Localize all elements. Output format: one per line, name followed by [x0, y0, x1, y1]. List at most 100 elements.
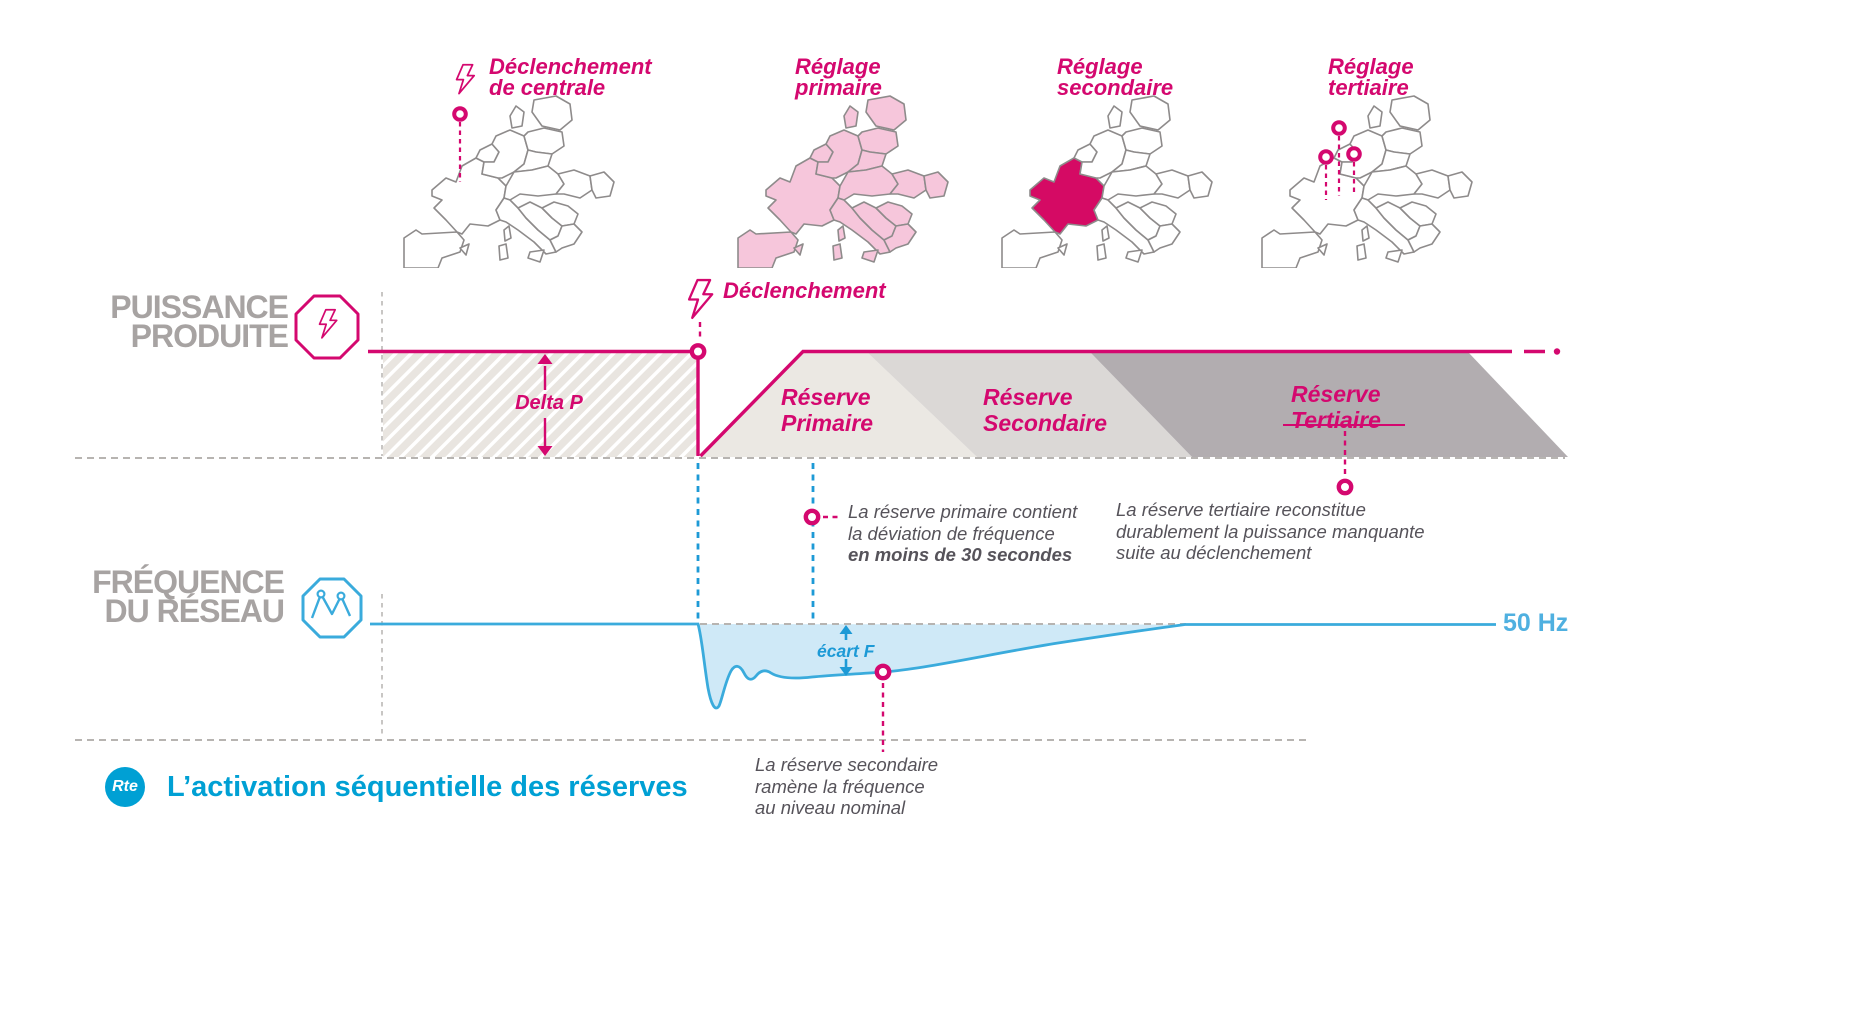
- annotation-line: La réserve primaire contient: [848, 501, 1078, 522]
- country-denmark: [843, 105, 859, 129]
- power-icon: [294, 294, 360, 360]
- section-line: PRODUITE: [130, 318, 289, 354]
- delta-p-hatched-area: [383, 353, 697, 457]
- event-declenchement-label: Déclenchement: [723, 278, 886, 303]
- country-nordics: [1389, 95, 1431, 131]
- annotation-line: La réserve tertiaire reconstitue: [1116, 499, 1366, 520]
- zone-reserve-secondaire: [867, 352, 1192, 457]
- annotation-line: La réserve secondaire: [755, 754, 939, 775]
- label-reserve-secondaire: Réserve Secondaire: [983, 384, 1107, 436]
- europe-map-graphic: [403, 95, 615, 268]
- country-sardinia: [1356, 243, 1367, 261]
- annotation-line: au niveau nominal: [755, 797, 906, 818]
- country-corsica: [1101, 225, 1110, 242]
- rte-logo: Rte: [105, 767, 145, 807]
- delta-p-arrowhead-up: [537, 354, 553, 364]
- section-line: FRÉQUENCE: [92, 564, 285, 600]
- primary-callout-marker: [803, 508, 821, 526]
- country-bulgaria: [1399, 201, 1437, 227]
- label-reglage-secondaire: Réglage secondaire: [1057, 54, 1174, 100]
- country-sicily: [1385, 249, 1403, 263]
- country-denmark: [1367, 105, 1383, 129]
- delta-p-arrowhead-down: [537, 446, 553, 456]
- country-iberia: [1001, 229, 1063, 268]
- country-bulgaria: [875, 201, 913, 227]
- zone-reserve-primaire: [700, 352, 977, 457]
- country-east: [923, 171, 949, 199]
- country-nordics: [531, 95, 573, 131]
- section-line: PUISSANCE: [110, 289, 289, 325]
- label-reserve-primaire: Réserve Primaire: [781, 384, 873, 436]
- label-declenchement-centrale: Déclenchement de centrale: [489, 56, 652, 100]
- ecart-f-arrowhead-up: [839, 625, 853, 634]
- section-puissance-produite: PUISSANCE PRODUITE: [56, 289, 289, 354]
- country-sardinia: [1096, 243, 1107, 261]
- annotation-line: durablement la puissance manquante: [1116, 520, 1425, 542]
- event-marker: [689, 343, 707, 360]
- europe-map-graphic: [1001, 95, 1213, 268]
- country-iberia: [403, 229, 465, 268]
- country-corsica: [837, 225, 846, 242]
- lightning-icon-map: [455, 63, 476, 95]
- country-isle: [459, 243, 470, 256]
- annotation-reserve-secondaire: La réserve secondaire ramène la fréquenc…: [755, 754, 938, 819]
- annotation-line: la déviation de fréquence: [848, 522, 1055, 544]
- label-line: Réglage: [795, 54, 881, 79]
- tertiaire-underline: [1283, 424, 1405, 426]
- map-europe-declenchement: [402, 90, 624, 268]
- country-isle: [793, 243, 804, 256]
- map-europe-reglage-secondaire: [1000, 90, 1222, 268]
- country-corsica: [503, 225, 512, 242]
- country-sicily: [861, 249, 879, 263]
- country-east: [589, 171, 615, 199]
- country-iberia: [1261, 229, 1323, 268]
- label-line: primaire: [795, 75, 882, 100]
- zone-line: Réserve: [1291, 381, 1381, 407]
- map-europe-reglage-tertiaire: [1260, 90, 1482, 268]
- country-romania: [1153, 169, 1191, 199]
- page-title: L’activation séquentielle des réserves: [167, 771, 688, 803]
- ecart-f-label: écart F: [817, 641, 875, 661]
- europe-map-graphic: [1261, 95, 1473, 268]
- zone-line: Réserve: [781, 384, 871, 410]
- power-line-recovery: [699, 349, 1512, 458]
- label-line: de centrale: [489, 75, 606, 100]
- map-europe-reglage-primaire: [736, 90, 958, 268]
- map-pin-marker: [1346, 146, 1362, 162]
- country-greece: [1407, 223, 1441, 253]
- country-romania: [889, 169, 927, 199]
- country-greece: [1147, 223, 1181, 253]
- country-sardinia: [832, 243, 843, 261]
- annotation-line-bold: en moins de 30 secondes: [848, 544, 1073, 565]
- country-romania: [1413, 169, 1451, 199]
- label-line: secondaire: [1057, 75, 1174, 100]
- country-sardinia: [498, 243, 509, 261]
- country-denmark: [509, 105, 525, 129]
- map-pin-marker: [1331, 120, 1347, 136]
- lightning-icon-event: [687, 278, 714, 320]
- country-bulgaria: [1139, 201, 1177, 227]
- annotation-reserve-tertiaire: La réserve tertiaire reconstitue durable…: [1116, 499, 1425, 564]
- annotation-line: ramène la fréquence: [755, 775, 925, 797]
- annotation-line: suite au déclenchement: [1116, 542, 1312, 563]
- section-line: DU RÉSEAU: [104, 593, 285, 629]
- section-frequence-reseau: FRÉQUENCE DU RÉSEAU: [56, 564, 285, 629]
- label-line: Réglage: [1057, 54, 1143, 79]
- zone-line: Tertiaire: [1291, 407, 1381, 433]
- country-east: [1187, 171, 1213, 199]
- country-sicily: [1125, 249, 1143, 263]
- frequency-icon: [301, 577, 363, 639]
- country-nordics: [1129, 95, 1171, 131]
- tertiary-callout-marker: [1336, 478, 1354, 496]
- country-nordics: [865, 95, 907, 131]
- label-line: Réglage: [1328, 54, 1414, 79]
- country-isle: [1057, 243, 1068, 256]
- frequency-deviation-fill: [698, 624, 1185, 708]
- fifty-hz-label: 50 Hz: [1503, 609, 1569, 637]
- country-greece: [549, 223, 583, 253]
- zone-line: Primaire: [781, 410, 874, 436]
- map-pin-marker: [1318, 149, 1334, 165]
- secondary-callout-marker: [874, 663, 892, 681]
